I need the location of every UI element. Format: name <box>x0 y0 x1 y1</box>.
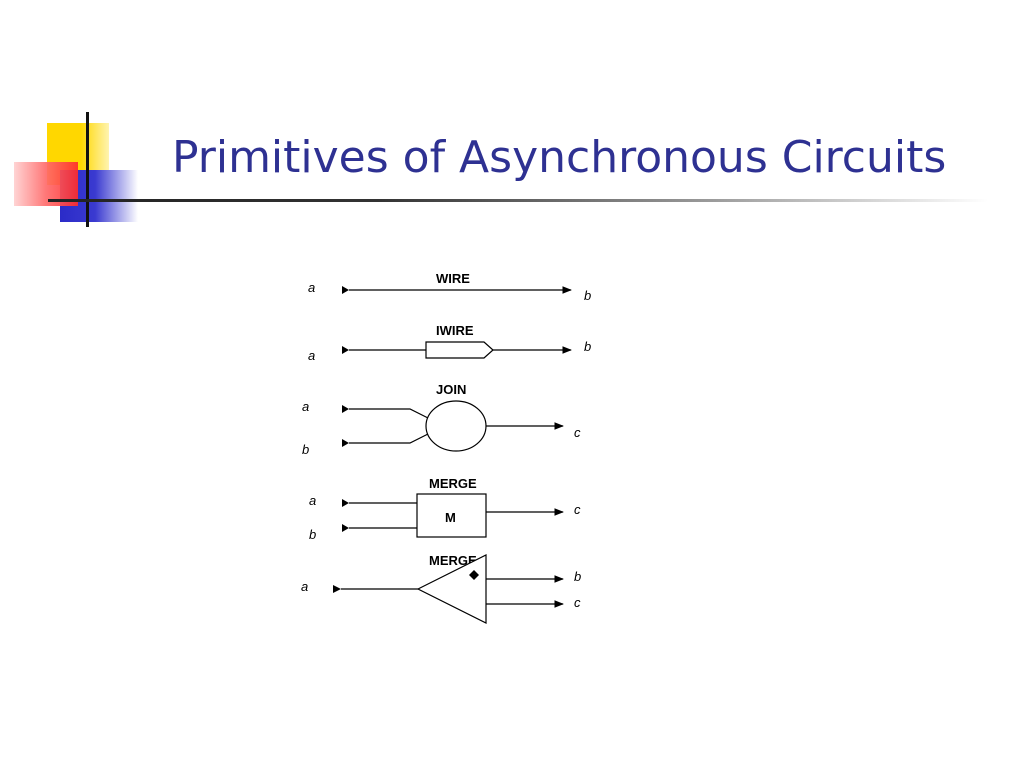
merge-input-a-label: a <box>309 493 316 508</box>
input-arrow-icon <box>342 439 349 447</box>
diamond-icon <box>469 570 479 580</box>
join-input-b-label: b <box>302 442 309 457</box>
fork-primitive: MERGE a b c <box>301 553 581 624</box>
wire-label: WIRE <box>436 271 470 286</box>
wire-output-label: b <box>584 288 591 303</box>
fork-output-c-label: c <box>574 595 581 610</box>
input-arrow-icon <box>342 524 349 532</box>
wire-primitive: WIRE a b <box>308 271 591 303</box>
join-primitive: JOIN a b c <box>302 382 581 457</box>
input-arrow-icon <box>342 286 349 294</box>
decor-vertical-line <box>86 112 89 227</box>
merge-primitive: MERGE a b M c <box>309 476 581 542</box>
merge-input-b-label: b <box>309 527 316 542</box>
merge-box <box>416 493 487 538</box>
decor-red-square <box>14 162 78 206</box>
merge-box-label: M <box>445 510 456 525</box>
fork-label: MERGE <box>429 553 477 568</box>
join-circle <box>425 400 487 452</box>
join-output-label: c <box>574 425 581 440</box>
slide-title: Primitives of Asynchronous Circuits <box>172 132 947 183</box>
input-arrow-icon <box>342 499 349 507</box>
input-arrow-icon <box>342 346 349 354</box>
wire-input-label: a <box>308 280 315 295</box>
merge-label: MERGE <box>429 476 477 491</box>
iwire-input-label: a <box>308 348 315 363</box>
join-input-a-label: a <box>302 399 309 414</box>
iwire-output-label: b <box>584 339 591 354</box>
iwire-primitive: IWIRE a b <box>308 323 591 363</box>
input-arrow-icon <box>333 585 341 593</box>
iwire-buffer-shape <box>425 341 494 359</box>
fork-triangle <box>416 554 487 624</box>
fork-input-label: a <box>301 579 308 594</box>
fork-output-b-label: b <box>574 569 581 584</box>
merge-output-label: c <box>574 502 581 517</box>
join-label: JOIN <box>436 382 466 397</box>
input-arrow-icon <box>342 405 349 413</box>
decor-horizontal-line <box>48 199 988 202</box>
iwire-label: IWIRE <box>436 323 474 338</box>
